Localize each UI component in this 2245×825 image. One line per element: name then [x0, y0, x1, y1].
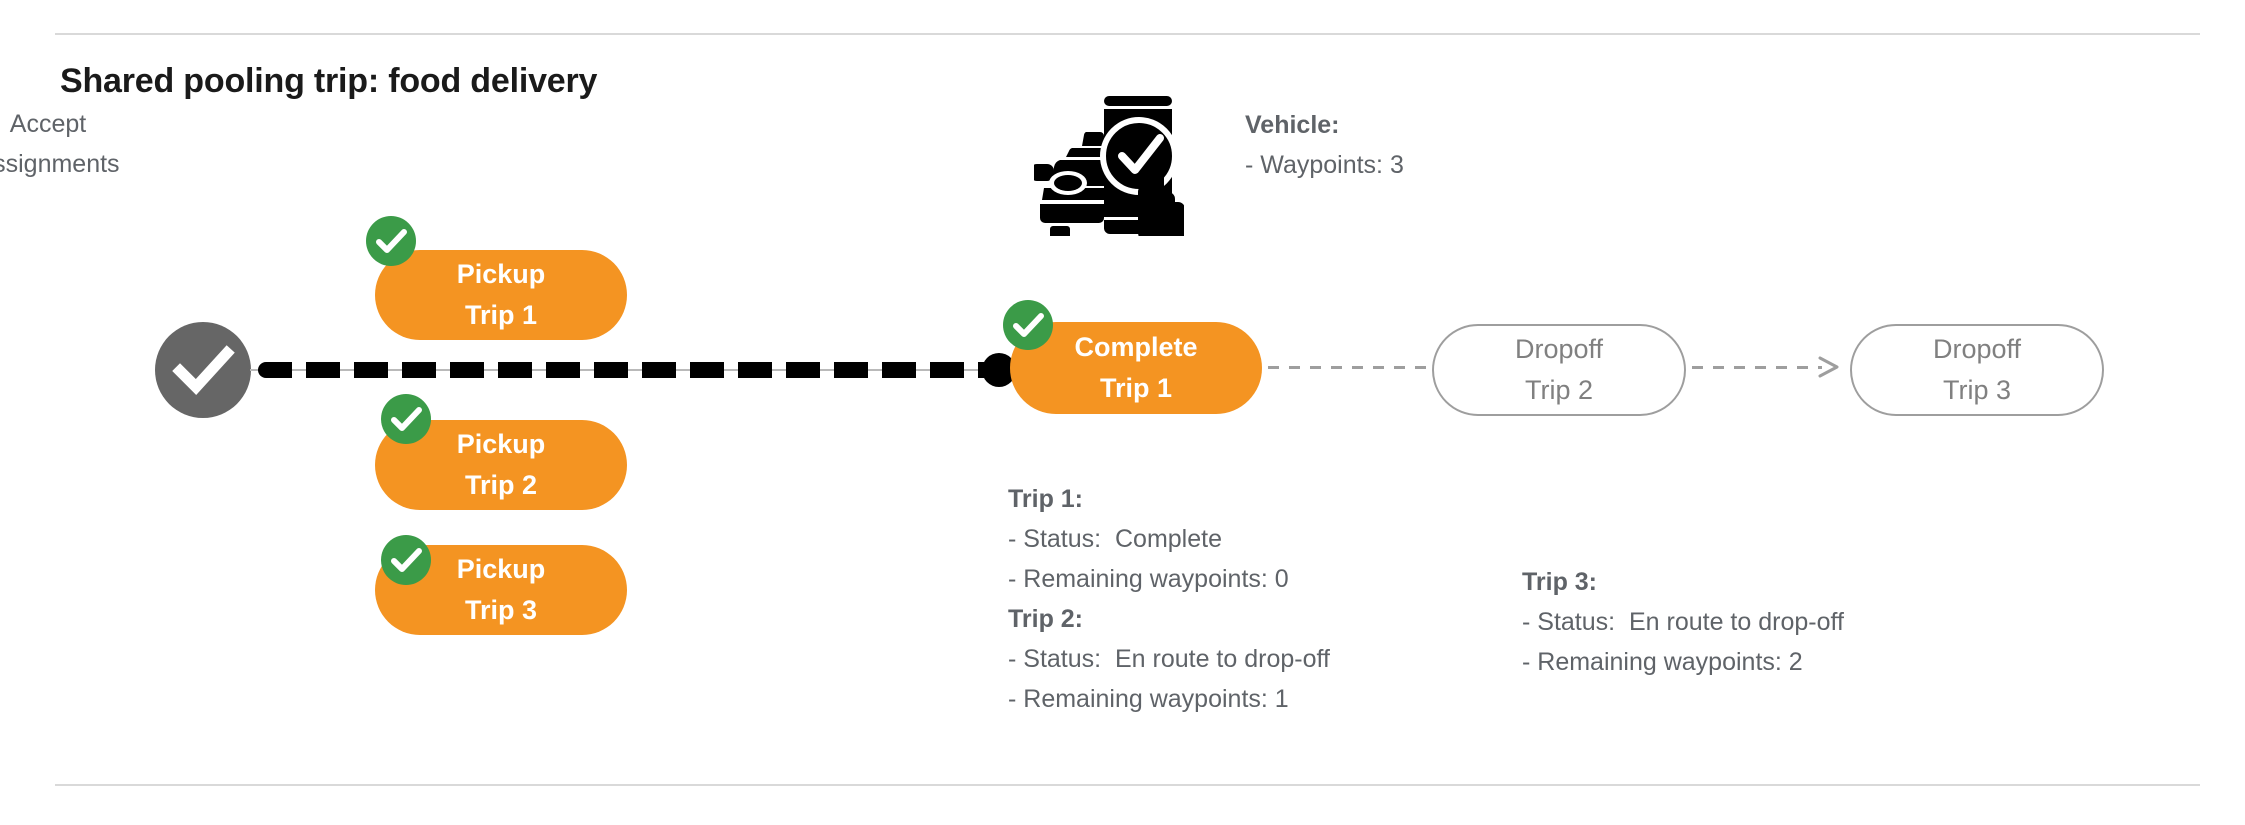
- complete-trip-1-node[interactable]: Complete Trip 1: [1010, 322, 1262, 414]
- arrow-head-icon: [1818, 355, 1840, 379]
- pickup-1-line2: Trip 1: [464, 300, 538, 330]
- trip-1-heading: Trip 1:: [1008, 485, 1084, 513]
- pickup-3-line1: Pickup: [456, 554, 546, 584]
- dropoff-3-line1: Dropoff: [1932, 334, 2022, 364]
- accept-assignments-label: Accept Assignments: [0, 104, 158, 184]
- complete-line2: Trip 1: [1099, 373, 1173, 403]
- top-divider: [55, 33, 2200, 35]
- dropoff-3-line2: Trip 3: [1942, 375, 2011, 405]
- trip-2-heading: Trip 2:: [1008, 605, 1084, 633]
- pickup-1-line1: Pickup: [456, 259, 546, 289]
- dropoff-2-line1: Dropoff: [1514, 334, 1604, 364]
- green-check-badge-pickup-3: [381, 535, 431, 585]
- car-phone-check-icon: [1030, 88, 1185, 246]
- dropoff-trip-3-node[interactable]: Dropoff Trip 3: [1850, 324, 2104, 416]
- dropoff-trip-2-node[interactable]: Dropoff Trip 2: [1432, 324, 1686, 416]
- trip-1-remaining: - Remaining waypoints: 0: [1008, 565, 1289, 593]
- trip-3-remaining: - Remaining waypoints: 2: [1522, 648, 1803, 676]
- trip-3-status: - Status: En route to drop-off: [1522, 608, 1844, 636]
- trip-2-status: - Status: En route to drop-off: [1008, 645, 1330, 673]
- trip-1-2-info-block: Trip 1: - Status: Complete - Remaining w…: [1008, 479, 1330, 719]
- vehicle-info-heading: Vehicle:: [1245, 111, 1340, 139]
- green-check-badge-pickup-1: [366, 216, 416, 266]
- accept-assignments-node[interactable]: [155, 322, 251, 418]
- green-check-badge-pickup-2: [381, 394, 431, 444]
- trip-3-info-block: Trip 3: - Status: En route to drop-off -…: [1522, 562, 1844, 682]
- complete-to-dropoff2-connector: [1268, 366, 1428, 369]
- pickup-trip-1-node[interactable]: Pickup Trip 1: [375, 250, 627, 340]
- pickup-3-line2: Trip 3: [464, 595, 538, 625]
- accept-label-line2: Assignments: [0, 150, 120, 178]
- pickup-2-line2: Trip 2: [464, 470, 538, 500]
- accept-label-line1: Accept: [9, 110, 87, 138]
- vehicle-info-waypoints: - Waypoints: 3: [1245, 151, 1404, 179]
- trip-3-heading: Trip 3:: [1522, 568, 1598, 596]
- vehicle-info-block: Vehicle: - Waypoints: 3: [1245, 105, 1404, 185]
- assignments-to-complete-connector: [250, 362, 1005, 378]
- trip-1-status: - Status: Complete: [1008, 525, 1222, 553]
- dropoff2-to-dropoff3-connector: [1692, 366, 1822, 369]
- trip-2-remaining: - Remaining waypoints: 1: [1008, 685, 1289, 713]
- connector-dashes: [258, 362, 998, 378]
- complete-line1: Complete: [1074, 332, 1198, 362]
- pickup-2-line1: Pickup: [456, 429, 546, 459]
- page-title: Shared pooling trip: food delivery: [60, 62, 598, 100]
- green-check-badge-complete: [1003, 300, 1053, 350]
- dropoff-2-line2: Trip 2: [1524, 375, 1593, 405]
- check-circle-icon: [155, 322, 251, 418]
- bottom-divider: [55, 784, 2200, 786]
